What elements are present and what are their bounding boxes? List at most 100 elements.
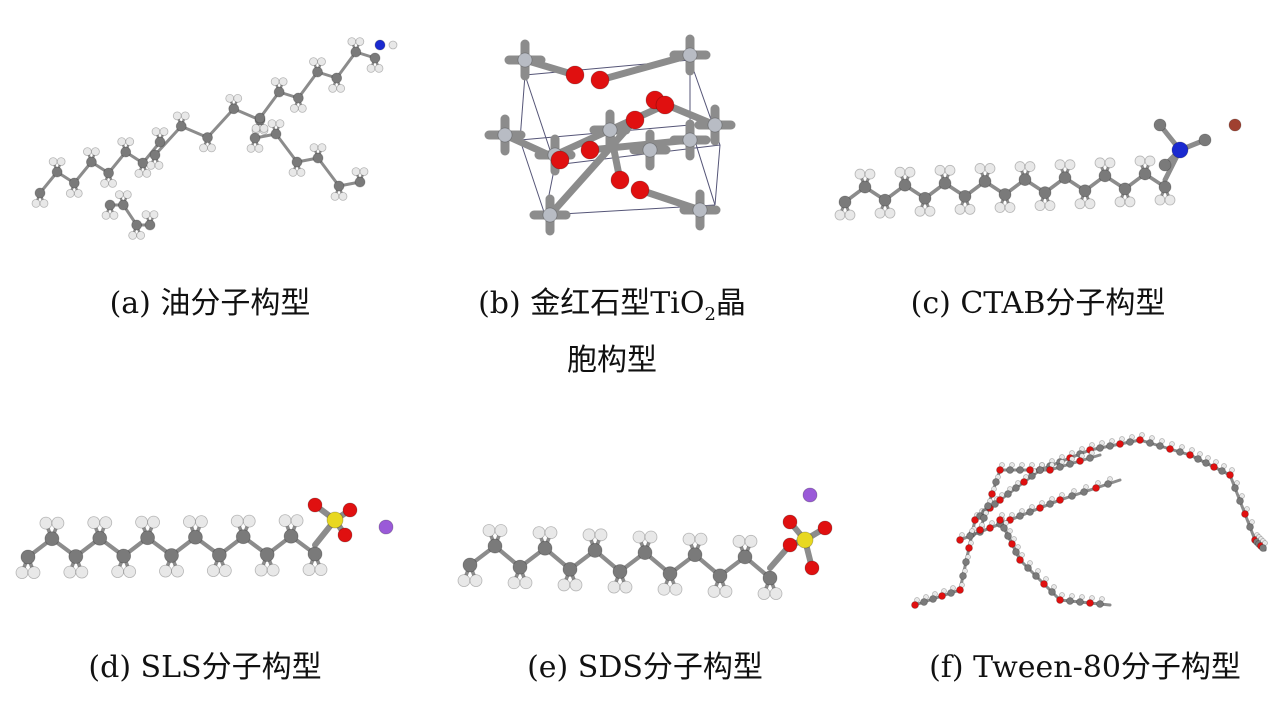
carbon-atom [1098,169,1112,183]
hydrogen-atom [122,190,132,200]
hydrogen-atom [87,516,101,530]
oxygen-atom [1056,596,1064,604]
hydrogen-atom [984,163,996,174]
hydrogen-atom [180,111,190,121]
oxygen-atom [1092,484,1100,492]
hydrogen-atom [1074,198,1086,210]
carbon-atom [958,189,972,203]
carbon-atom [962,558,970,566]
hydrogen-atom [296,167,306,177]
hydrogen-atom [994,202,1006,213]
caption-b-text: (b) 金红石型TiO [478,286,705,321]
oxygen-atom [1116,440,1124,448]
oxygen-atom [911,601,919,609]
bond [206,107,236,139]
carbon-atom [307,546,323,562]
carbon-atom [144,219,156,231]
hydrogen-atom [218,564,232,577]
hydrogen-atom [270,77,280,86]
carbon-atom [259,547,275,562]
oxygen-atom [1016,556,1024,564]
hydrogen-atom [682,532,696,546]
hydrogen-atom [1014,161,1026,172]
hydrogen-atom [309,57,318,66]
hydrogen-atom [172,111,182,121]
carbon-atom [140,530,155,546]
hydrogen-atom [632,530,646,544]
caption-b-suffix: 晶 [715,286,746,321]
carbon-atom [235,529,251,545]
hydrogen-atom [844,209,856,221]
carbon-atom [966,532,974,540]
bond [274,132,299,164]
bromine-atom [1228,118,1242,132]
hydrogen-atom [108,178,117,188]
hydrogen-atom [607,580,621,594]
caption-b-line2: 胞构型 [567,343,657,378]
bond [546,116,639,219]
carbon-atom [959,572,967,580]
bond [296,70,319,100]
carbon-atom [562,561,578,577]
carbon-atom [51,166,63,178]
hydrogen-atom [719,585,733,598]
hydrogen-atom [1164,194,1176,206]
bond [316,156,341,188]
carbon-atom [68,177,80,189]
hydrogen-atom [99,516,113,530]
oxygen-atom [1136,436,1144,444]
hydrogen-atom [171,564,184,578]
hydrogen-atom [266,563,280,577]
carbon-atom [331,72,343,84]
hydrogen-atom [669,582,683,596]
hydrogen-atom [732,534,746,548]
carbon-atom [34,187,46,199]
carbon-atom [273,86,285,98]
carbon-atom [1259,544,1267,552]
hydrogen-atom [1064,159,1076,171]
carbon-atom [662,566,678,582]
titanium-atom [517,52,533,68]
oxygen-atom [1226,471,1234,479]
carbon-atom [1138,167,1152,181]
hydrogen-atom [914,205,926,217]
oxygen-atom [625,110,645,130]
hydrogen-atom [259,123,269,133]
carbon-atom [312,66,323,78]
hydrogen-atom [557,578,571,592]
carbon-atom [984,502,992,510]
hydrogen-atom [469,574,483,587]
carbon-atom [1056,463,1064,471]
hydrogen-atom [1044,200,1056,212]
carbon-atom [1096,600,1104,608]
sulfur-atom [796,531,814,549]
carbon-atom [292,92,304,104]
carbon-atom [175,120,187,132]
carbon-atom [838,195,852,209]
carbon-atom [512,559,528,575]
carbon-atom [1080,488,1088,496]
hydrogen-atom [254,563,268,577]
oxygen-atom [986,524,994,532]
hydrogen-atom [83,147,92,157]
hydrogen-atom [338,191,348,201]
carbon-atom [164,548,179,563]
hydrogen-atom [207,143,216,153]
hydrogen-atom [330,191,340,201]
hydrogen-atom [290,514,304,528]
hydrogen-atom [619,580,633,594]
oxygen-atom [956,536,964,544]
hydrogen-atom [278,514,292,528]
oxygen-atom [1076,457,1084,465]
hydrogen-atom [834,209,846,221]
carbon-atom [104,199,116,211]
hydrogen-atom [314,563,328,576]
hydrogen-atom [359,167,369,177]
oxygen-atom [580,140,600,160]
hydrogen-atom [114,190,124,200]
carbon-atom [202,132,213,143]
carbon-atom [462,557,478,573]
titanium-atom [682,47,698,63]
hydrogen-atom [101,210,111,220]
carbon-atom [117,199,129,211]
